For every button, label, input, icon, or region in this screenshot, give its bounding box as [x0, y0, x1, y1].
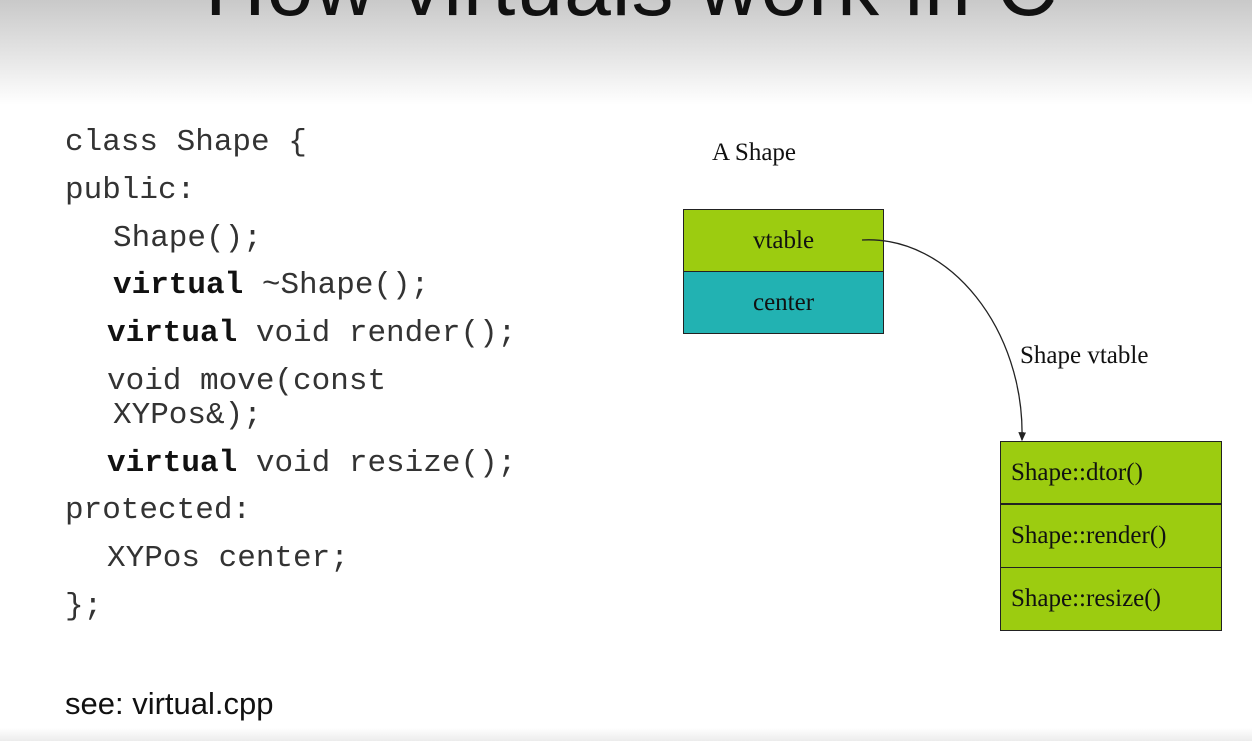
vtable-entry-resize: Shape::resize(): [1000, 567, 1222, 631]
slide-title: How virtuals work in C: [205, 0, 1058, 35]
bottom-band: [0, 728, 1252, 741]
code-line-move: void move(const: [107, 364, 387, 399]
code-line-destructor: virtual ~Shape();: [113, 269, 429, 303]
vtable-label: Shape vtable: [1020, 342, 1149, 369]
destructor-decl: ~Shape();: [243, 268, 430, 303]
virtual-keyword: virtual: [113, 268, 244, 303]
code-line-resize: virtual void resize();: [107, 447, 516, 481]
render-decl: void render();: [237, 316, 517, 351]
code-line-class: class Shape {: [65, 125, 307, 160]
code-line-close: };: [65, 589, 103, 624]
virtual-keyword: virtual: [107, 316, 238, 351]
object-label: A Shape: [712, 139, 797, 166]
code-line-render: virtual void render();: [107, 317, 516, 351]
see-file-reference: see: virtual.cpp: [65, 686, 274, 721]
code-line-constructor: Shape();: [113, 221, 262, 256]
code-line-center: XYPos center;: [107, 541, 349, 576]
code-line-protected: protected:: [65, 493, 252, 528]
code-line-public: public:: [65, 173, 196, 208]
object-field-center: center: [683, 271, 884, 334]
virtual-keyword: virtual: [107, 446, 238, 481]
vtable-entry-render: Shape::render(): [1000, 504, 1222, 568]
title-band: How virtuals work in C: [0, 0, 1252, 105]
code-line-move-cont: XYPos&);: [113, 398, 262, 433]
vtable-entry-dtor: Shape::dtor(): [1000, 441, 1222, 504]
resize-decl: void resize();: [237, 446, 517, 481]
